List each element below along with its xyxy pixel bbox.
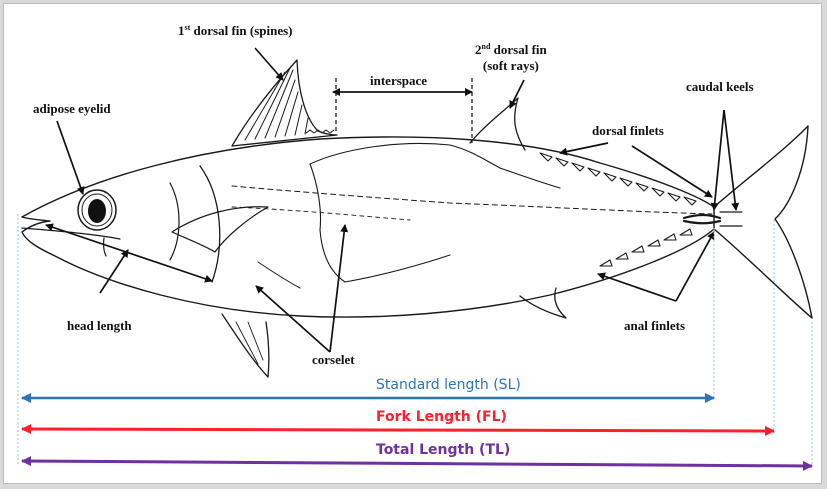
caudal-keels-label: caudal keels (686, 80, 754, 94)
anal-finlets (600, 229, 692, 266)
corselet-label: corselet (312, 353, 355, 367)
first-dorsal-post: dorsal fin (spines) (190, 23, 292, 38)
fork-length-label: Fork Length (FL) (376, 409, 507, 425)
total-length-label: Total Length (TL) (376, 442, 510, 458)
anal-finlets-label: anal finlets (624, 319, 685, 333)
adipose-eyelid-label: adipose eyelid (33, 102, 111, 116)
corselet-outline (310, 144, 560, 282)
head-length-label: head length (67, 319, 132, 333)
dorsal-finlets-label: dorsal finlets (592, 124, 664, 138)
second-dorsal-fin-label: 2nd dorsal fin (soft rays) (475, 42, 547, 74)
lateral-line (232, 186, 712, 214)
total-length-arrow (22, 461, 812, 466)
dorsal-finlets (540, 153, 696, 205)
fish-body-outline (22, 137, 714, 317)
pelvic-fin (222, 314, 269, 377)
standard-length-label: Standard length (SL) (376, 377, 521, 393)
fork-length-arrow (22, 429, 774, 431)
second-dorsal-post: dorsal fin (490, 42, 546, 57)
second-dorsal-line2: (soft rays) (483, 58, 539, 73)
first-dorsal-fin-label: 1st dorsal fin (spines) (178, 24, 293, 38)
gill-cover (200, 166, 220, 282)
interspace-label: interspace (370, 74, 427, 88)
eye-pupil (88, 199, 106, 223)
